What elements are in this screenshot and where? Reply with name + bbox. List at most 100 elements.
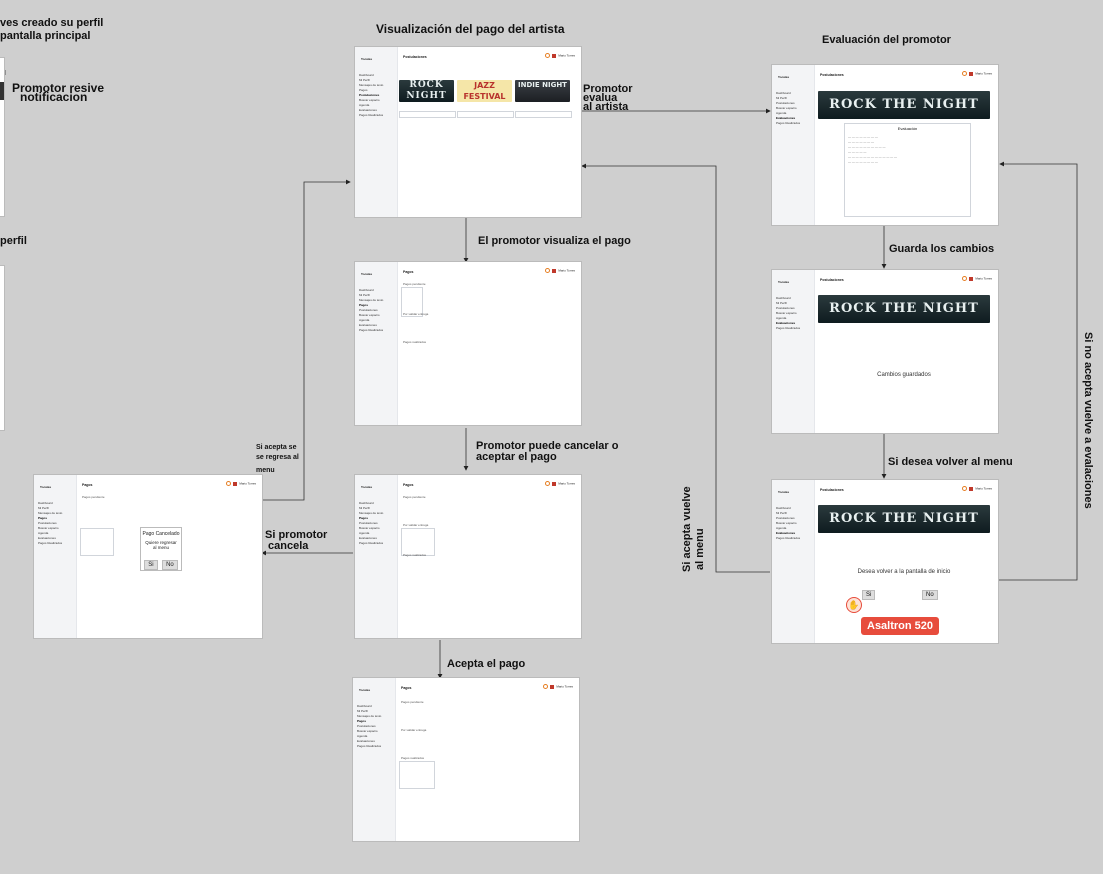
- nav-item[interactable]: Buscar espacio: [776, 521, 797, 525]
- nav-item[interactable]: Evaluaciones: [357, 739, 375, 743]
- nav-item[interactable]: Buscar espacio: [38, 526, 59, 530]
- nav-pagos-realizados[interactable]: Pagos Realizados: [359, 113, 384, 117]
- nav-agenda[interactable]: Agenda: [359, 103, 370, 107]
- nav-mi-perfil[interactable]: Mi Perfil: [359, 78, 370, 82]
- label-si-acepta-vuelve-2: al menu: [694, 528, 706, 570]
- nav-item[interactable]: Postulaciones: [359, 521, 378, 525]
- nav-item[interactable]: Dashboard: [776, 506, 791, 510]
- nav-item[interactable]: Postulaciones: [776, 306, 795, 310]
- nav-pagos[interactable]: Pagos: [359, 88, 368, 92]
- nav-item[interactable]: Pagos Realizados: [776, 121, 801, 125]
- nav-item[interactable]: Pagos Realizados: [776, 326, 801, 330]
- nav-item[interactable]: Buscar espacio: [776, 106, 797, 110]
- nav-item[interactable]: Dashboard: [38, 501, 53, 505]
- nav-item[interactable]: Pagos Realizados: [776, 536, 801, 540]
- user-menu[interactable]: Mario Torres: [545, 268, 575, 273]
- user-menu[interactable]: Mario Torres: [962, 486, 992, 491]
- nav-item[interactable]: Buscar espacio: [359, 526, 380, 530]
- no-button[interactable]: No: [162, 560, 178, 570]
- nav-item[interactable]: Buscar espacio: [776, 311, 797, 315]
- nav-item[interactable]: Dashboard: [359, 501, 374, 505]
- nav-item[interactable]: Agenda: [776, 526, 787, 530]
- nav-item[interactable]: Buscar espacio: [359, 313, 380, 317]
- nav-item[interactable]: Dashboard: [776, 91, 791, 95]
- nav-item[interactable]: Mensajes de texto: [38, 511, 63, 515]
- nav-item[interactable]: Evaluaciones: [359, 536, 377, 540]
- bell-icon[interactable]: [545, 481, 551, 486]
- nav-item[interactable]: Mensajes de texto: [357, 714, 382, 718]
- validate-card[interactable]: [401, 528, 435, 556]
- nav-item[interactable]: Mi Perfil: [776, 511, 787, 515]
- nav-item[interactable]: Pagos: [38, 516, 48, 520]
- nav-item[interactable]: Evaluaciones: [38, 536, 56, 540]
- nav-dashboard[interactable]: Dashboard: [359, 73, 374, 77]
- nav-item[interactable]: Agenda: [359, 531, 370, 535]
- nav-buscar[interactable]: Buscar espacio: [359, 98, 380, 102]
- nav-item[interactable]: Postulaciones: [776, 516, 795, 520]
- nav-mensajes[interactable]: Mensajes de texto: [359, 83, 384, 87]
- nav-item[interactable]: Postulaciones: [38, 521, 57, 525]
- user-menu[interactable]: Mario Torres: [543, 684, 573, 689]
- bell-icon[interactable]: [226, 481, 232, 486]
- nav-item[interactable]: Agenda: [359, 318, 370, 322]
- nav-item[interactable]: Postulaciones: [359, 308, 378, 312]
- user-menu[interactable]: Mario Torres: [962, 71, 992, 76]
- poster-jazz[interactable]: JAZZ FESTIVAL: [457, 80, 512, 102]
- nav-item[interactable]: Dashboard: [359, 288, 374, 292]
- nav-item[interactable]: Mi Perfil: [357, 709, 368, 713]
- nav-item[interactable]: Agenda: [776, 111, 787, 115]
- validate-card[interactable]: [80, 528, 114, 556]
- user-menu[interactable]: Mario Torres: [962, 276, 992, 281]
- yes-button[interactable]: Si: [862, 590, 876, 600]
- nav-item[interactable]: Evaluaciones: [776, 321, 796, 325]
- nav-postulaciones[interactable]: Postulaciones: [359, 93, 380, 97]
- user-menu[interactable]: Mario Torres: [545, 481, 575, 486]
- bell-icon[interactable]: [545, 53, 551, 58]
- card-button[interactable]: [399, 111, 456, 118]
- nav-item[interactable]: Evaluaciones: [359, 323, 377, 327]
- nav-item[interactable]: Mensajes de texto: [359, 298, 384, 302]
- bell-icon[interactable]: [543, 684, 549, 689]
- bell-icon[interactable]: [962, 486, 968, 491]
- nav-item[interactable]: Postulaciones: [776, 101, 795, 105]
- nav-item[interactable]: Pagos: [359, 516, 369, 520]
- bell-icon[interactable]: [545, 268, 551, 273]
- avatar: [969, 276, 974, 281]
- poster-indie[interactable]: INDIE NIGHT: [515, 80, 570, 102]
- pending-card[interactable]: [401, 287, 423, 317]
- yes-button[interactable]: Si: [144, 560, 158, 570]
- label-visualizacion: Visualización del pago del artista: [376, 22, 565, 36]
- nav-item[interactable]: Mensajes de texto: [359, 511, 384, 515]
- nav-item[interactable]: Mi Perfil: [359, 293, 370, 297]
- user-menu[interactable]: Mario Torres: [226, 481, 256, 486]
- paid-card[interactable]: [399, 761, 435, 789]
- card-button[interactable]: [457, 111, 514, 118]
- nav-item[interactable]: Agenda: [776, 316, 787, 320]
- user-menu[interactable]: Mario Torres: [545, 53, 575, 58]
- bell-icon[interactable]: [962, 276, 968, 281]
- nav-item[interactable]: Agenda: [357, 734, 368, 738]
- card-button[interactable]: [515, 111, 572, 118]
- nav-item[interactable]: Mi Perfil: [776, 96, 787, 100]
- nav-item[interactable]: Evaluaciones: [776, 531, 796, 535]
- nav-item[interactable]: Pagos Realizados: [357, 744, 382, 748]
- nav-item[interactable]: Pagos: [357, 719, 367, 723]
- nav-item[interactable]: Pagos: [359, 303, 369, 307]
- nav-item[interactable]: Mi Perfil: [776, 301, 787, 305]
- nav-item[interactable]: Postulaciones: [357, 724, 376, 728]
- nav-item[interactable]: Mi Perfil: [359, 506, 370, 510]
- nav-item[interactable]: Pagos Realizados: [359, 541, 384, 545]
- nav-item[interactable]: Buscar espacio: [357, 729, 378, 733]
- poster-rock[interactable]: ROCK NIGHT: [399, 80, 454, 102]
- nav-item[interactable]: Evaluaciones: [776, 116, 796, 120]
- nav-item[interactable]: Pagos Realizados: [359, 328, 384, 332]
- no-button[interactable]: No: [922, 590, 938, 600]
- nav-item[interactable]: Dashboard: [357, 704, 372, 708]
- nav-item[interactable]: Agenda: [38, 531, 49, 535]
- label-puede-cancelar-1: Promotor puede cancelar o: [476, 440, 619, 452]
- bell-icon[interactable]: [962, 71, 968, 76]
- nav-item[interactable]: Dashboard: [776, 296, 791, 300]
- nav-item[interactable]: Pagos Realizados: [38, 541, 63, 545]
- nav-evaluaciones[interactable]: Evaluaciones: [359, 108, 377, 112]
- nav-item[interactable]: Mi Perfil: [38, 506, 49, 510]
